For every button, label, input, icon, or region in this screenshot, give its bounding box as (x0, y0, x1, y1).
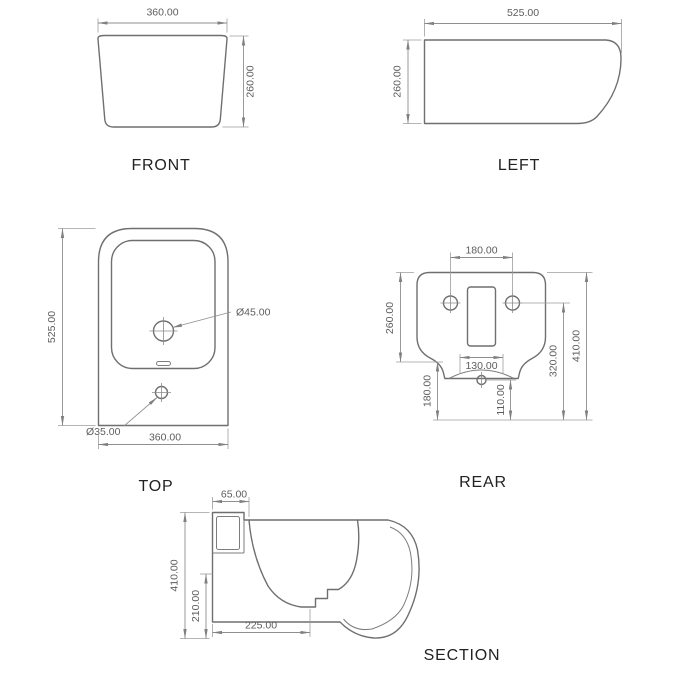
top-view: Ø45.00 Ø35.00 360.00 525.00 TOP (46, 227, 271, 495)
tap-hole (152, 383, 171, 402)
rear-hole-spacing-text: 180.00 (465, 245, 497, 257)
section-total-height-text: 410.00 (169, 559, 181, 591)
rear-drain-height-dimension: 110.00 (487, 379, 516, 421)
rear-lower-height-text: 180.00 (422, 375, 434, 407)
top-depth-dim-text: 525.00 (46, 311, 58, 343)
section-inlet-channel (216, 516, 240, 550)
rear-lower-height-dimension: 180.00 (422, 361, 443, 421)
rear-drain-hole (476, 372, 487, 388)
overflow-slot (156, 361, 171, 366)
rear-access-cutout (466, 286, 497, 347)
left-width-dim-text: 525.00 (507, 7, 539, 19)
left-view-label: LEFT (498, 157, 540, 174)
rear-total-height-dimension: 410.00 (547, 272, 593, 421)
rear-body-height-text: 260.00 (384, 302, 396, 334)
front-height-dimension: 260.00 (222, 35, 257, 128)
drain-hole (149, 317, 178, 345)
top-view-label: TOP (138, 478, 173, 495)
rear-hole-spacing-dimension: 180.00 (450, 245, 513, 293)
rear-hole-height-text: 320.00 (548, 345, 560, 377)
front-outline (97, 34, 228, 128)
rear-inner-width-text: 130.00 (465, 360, 497, 372)
tap-dia-text: Ø35.00 (86, 426, 121, 438)
front-width-dimension: 360.00 (97, 7, 228, 33)
left-view: 525.00 260.00 LEFT (392, 7, 622, 174)
front-height-dim-text: 260.00 (245, 65, 257, 97)
front-view: 360.00 260.00 FRONT (97, 7, 257, 174)
drain-diameter-callout: Ø45.00 (172, 307, 271, 328)
section-front-wall-inner (343, 526, 413, 630)
section-view-label: SECTION (424, 647, 501, 664)
top-basin-rim (110, 239, 216, 370)
rear-bottom-arch (448, 369, 515, 379)
leader-line (123, 397, 158, 427)
top-depth-dimension: 525.00 (46, 228, 96, 426)
section-basin-length-dimension: 225.00 (212, 609, 311, 637)
section-total-height-dimension: 410.00 (169, 512, 210, 639)
mounting-hole-right (502, 293, 523, 313)
section-basin-depth-dimension: 210.00 (190, 573, 213, 639)
rear-view-label: REAR (459, 474, 507, 491)
section-basin-length-text: 225.00 (245, 620, 277, 632)
mounting-hole-left (440, 293, 461, 313)
section-basin-depth-text: 210.00 (190, 590, 202, 622)
section-rim-dimension: 65.00 (212, 489, 250, 517)
rear-hole-height-dimension: 320.00 (521, 302, 570, 421)
rear-body-height-dimension: 260.00 (384, 272, 430, 363)
top-width-dimension: 360.00 (98, 428, 229, 449)
front-width-dim-text: 360.00 (146, 7, 178, 19)
top-width-dim-text: 360.00 (149, 432, 181, 444)
rear-outline (416, 271, 547, 380)
front-view-label: FRONT (131, 157, 190, 174)
section-basin-cavity (248, 519, 360, 608)
section-rim-dim-text: 65.00 (221, 489, 247, 501)
drain-dia-text: Ø45.00 (236, 307, 271, 319)
section-view: 65.00 410.00 210.00 225.00 SECTION (169, 489, 501, 665)
top-outline (97, 227, 229, 427)
rear-inner-width-dimension: 130.00 (459, 354, 504, 373)
section-outline (211, 511, 420, 639)
rear-view: 180.00 260.00 180.00 130.00 110.00 3 (384, 245, 593, 491)
tap-diameter-callout: Ø35.00 (86, 397, 158, 438)
left-height-dimension: 260.00 (392, 39, 422, 124)
rear-drain-height-text: 110.00 (495, 384, 507, 415)
left-height-dim-text: 260.00 (392, 65, 404, 97)
rear-total-height-text: 410.00 (571, 330, 583, 362)
left-width-dimension: 525.00 (424, 7, 622, 53)
left-outline (423, 39, 622, 125)
leader-line (172, 311, 232, 328)
